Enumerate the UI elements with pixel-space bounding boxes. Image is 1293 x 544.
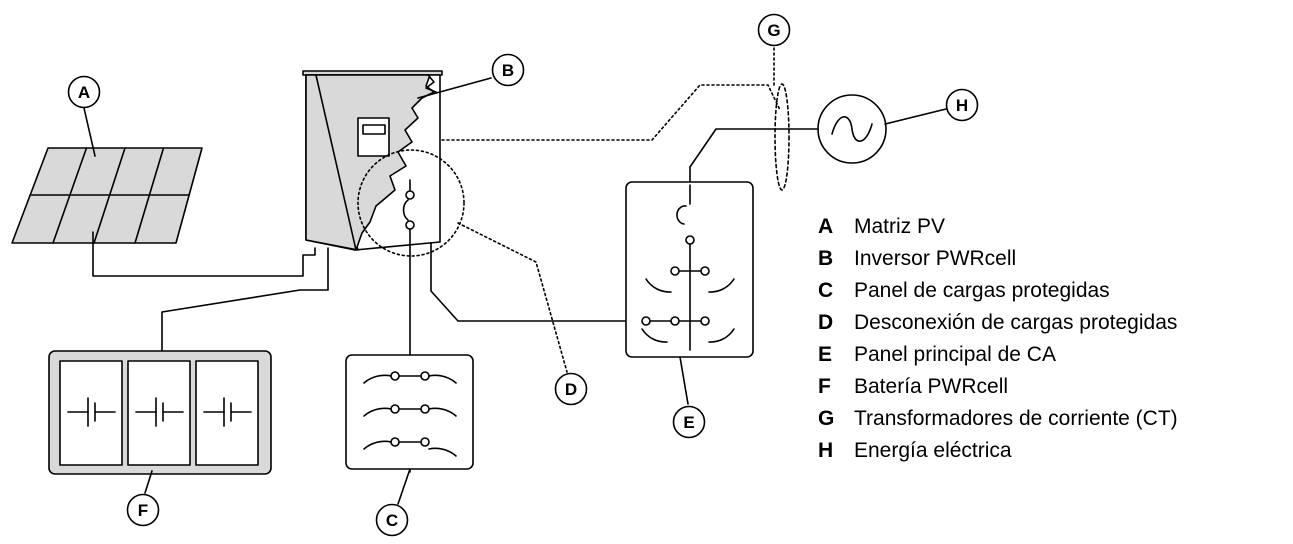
callout-g: G (757, 13, 791, 47)
utility-power (817, 94, 947, 164)
legend-label: Panel principal de CA (854, 343, 1056, 366)
legend-key: F (818, 375, 831, 398)
legend-key: C (818, 279, 834, 302)
legend-key: H (818, 439, 834, 462)
svg-text:C: C (386, 511, 398, 530)
callout-d: D (554, 372, 588, 406)
svg-text:G: G (767, 21, 780, 40)
svg-text:E: E (683, 413, 694, 432)
legend-key: D (818, 311, 834, 334)
legend-item-d: D Desconexión de cargas protegidas (818, 307, 1178, 339)
legend-label: Batería PWRcell (854, 375, 1009, 398)
legend-label: Transformadores de corriente (CT) (854, 407, 1178, 430)
legend-item-c: C Panel de cargas protegidas (818, 275, 1178, 307)
legend-label: Panel de cargas protegidas (854, 279, 1110, 302)
legend-item-g: G Transformadores de corriente (CT) (818, 403, 1178, 435)
callout-leaders (83, 77, 492, 494)
battery-cell-symbol (203, 397, 252, 427)
svg-text:F: F (138, 501, 148, 520)
legend-item-b: B Inversor PWRcell (818, 243, 1178, 275)
legend-key: A (818, 215, 834, 238)
inverter (302, 70, 443, 251)
dotted-lines (441, 47, 781, 373)
legend-item-f: F Batería PWRcell (818, 371, 1178, 403)
protected-loads-disconnect (357, 149, 465, 257)
callout-a: A (67, 75, 101, 109)
callout-c: C (375, 503, 409, 537)
svg-text:A: A (78, 83, 90, 102)
pv-array (11, 147, 203, 244)
legend-label: Matriz PV (854, 215, 946, 238)
svg-text:H: H (956, 96, 968, 115)
current-transformer (774, 83, 790, 191)
callout-f: F (126, 493, 160, 527)
legend-label: Energía eléctrica (854, 439, 1012, 462)
protected-loads-panel (345, 354, 474, 505)
legend: A Matriz PV B Inversor PWRcell C Panel d… (818, 211, 1178, 467)
main-ac-panel (625, 181, 754, 405)
svg-text:B: B (502, 61, 514, 80)
legend-item-e: E Panel principal de CA (818, 339, 1178, 371)
legend-key: B (818, 247, 834, 270)
legend-key: G (818, 407, 835, 430)
battery-cell-symbol (135, 397, 184, 427)
legend-item-h: H Energía eléctrica (818, 435, 1178, 467)
callout-e: E (672, 405, 706, 439)
battery (48, 350, 272, 475)
legend-label: Desconexión de cargas protegidas (854, 311, 1178, 334)
legend-label: Inversor PWRcell (854, 247, 1017, 270)
callout-b: B (491, 53, 525, 87)
callout-h: H (945, 88, 979, 122)
svg-text:D: D (565, 380, 577, 399)
legend-key: E (818, 343, 833, 366)
legend-item-a: A Matriz PV (818, 211, 1178, 243)
battery-cell-symbol (67, 397, 116, 427)
